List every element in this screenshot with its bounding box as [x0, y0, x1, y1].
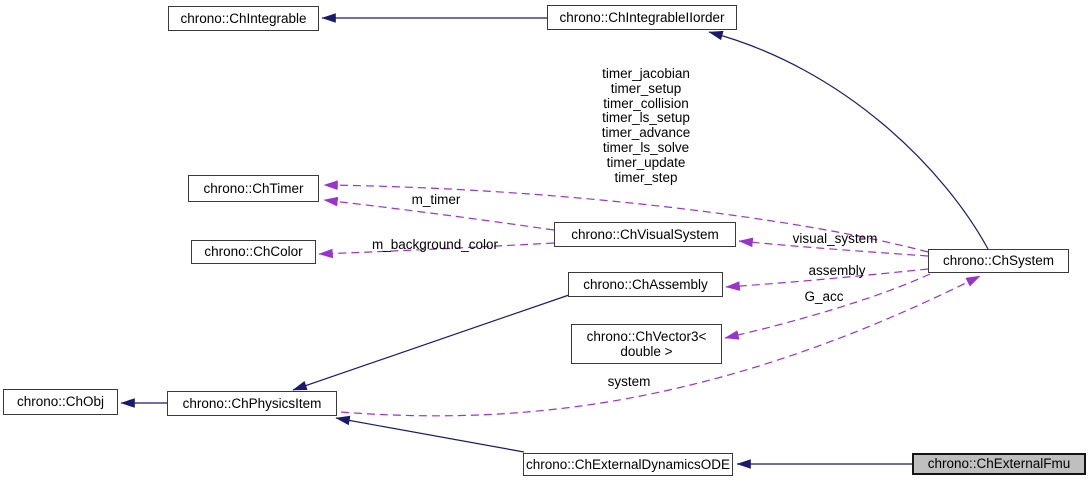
node-chtimer[interactable]: chrono::ChTimer — [188, 175, 319, 202]
edge-usage-system-assembly — [725, 268, 929, 291]
node-chvector3-double[interactable]: chrono::ChVector3< double > — [571, 324, 722, 364]
edge-usage-visualsystem-m-timer — [323, 196, 555, 231]
edge-label-assembly: assembly — [808, 263, 866, 278]
edge-usage-system-visual-system — [738, 237, 929, 257]
edge-usage-system-timers — [323, 180, 929, 253]
node-chcolor[interactable]: chrono::ChColor — [191, 240, 316, 264]
node-chexternalfmu[interactable]: chrono::ChExternalFmu — [912, 453, 1086, 475]
edge-inherit-externaldynamicsode-to-physicsitem — [335, 415, 525, 453]
edge-inherit-system-to-integrableIIorder — [708, 30, 989, 250]
edge-label-g-acc: G_acc — [804, 289, 844, 304]
edge-usage-visualsystem-m-background-color — [318, 242, 555, 259]
node-chsystem[interactable]: chrono::ChSystem — [928, 249, 1069, 273]
edge-usage-physicsitem-system — [340, 275, 981, 417]
edge-label-visual-system: visual_system — [792, 231, 878, 246]
node-chexternaldynamicsode[interactable]: chrono::ChExternalDynamicsODE — [523, 453, 733, 476]
edge-label-system-timers: timer_jacobian timer_setup timer_collisi… — [601, 66, 691, 185]
edge-label-system: system — [607, 374, 651, 389]
node-chintegrableiiorder[interactable]: chrono::ChIntegrableIIorder — [547, 5, 737, 30]
edge-label-m-background-color: m_background_color — [371, 237, 499, 252]
node-chassembly[interactable]: chrono::ChAssembly — [568, 272, 723, 297]
node-chobj[interactable]: chrono::ChObj — [3, 389, 118, 415]
edge-label-m-timer: m_timer — [411, 192, 461, 207]
edge-usage-system-g-acc — [724, 273, 931, 340]
node-chintegrable[interactable]: chrono::ChIntegrable — [168, 6, 319, 31]
edge-inherit-assembly-to-physicsitem — [292, 294, 570, 391]
node-chphysicsitem[interactable]: chrono::ChPhysicsItem — [167, 391, 337, 416]
node-chvisualsystem[interactable]: chrono::ChVisualSystem — [554, 222, 736, 247]
